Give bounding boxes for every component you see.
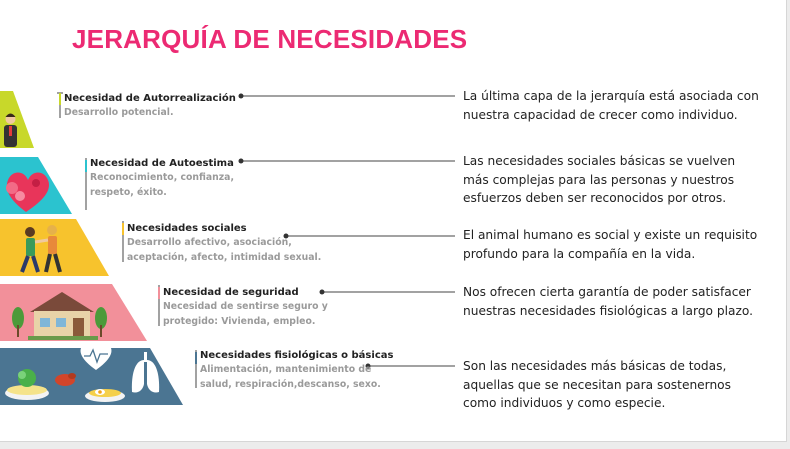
lungs-icon [131,352,160,393]
level-2-subtitle-line-1: Reconocimiento, confianza, [90,172,234,183]
level-4-name: Necesidad de seguridad [163,287,299,298]
level-4-subtitle-line-2: protegido: Vivienda, empleo. [163,316,316,327]
level-2-label: Necesidad de Autoestima Reconocimiento, … [90,157,234,200]
house-icon [12,292,107,340]
level-4-label: Necesidad de seguridad Necesidad de sent… [163,286,328,329]
level-3-subtitle-line-1: Desarrollo afectivo, asociación, [127,237,292,248]
level-5-subtitle-line-2: salud, respiración,descanso, sexo. [200,379,381,390]
businessman-icon [4,113,17,147]
level-3-name: Necesidades sociales [127,223,247,234]
food-icon [5,369,125,402]
dot-level-1 [238,93,244,99]
level-5-name: Necesidades fisiológicas o básicas [200,350,394,361]
level-2-description: Las necesidades sociales básicas se vuel… [463,154,736,205]
level-1-description: La última capa de la jerarquía está asoc… [463,89,759,122]
pyramid [0,91,183,405]
dot-level-2 [238,158,244,164]
dot-level-3 [283,233,289,239]
level-1-subtitle: Desarrollo potencial. [64,107,174,118]
friends-icon [20,225,62,273]
level-4-description: Nos ofrecen cierta garantía de poder sat… [463,285,753,318]
level-4-subtitle-line-1: Necesidad de sentirse seguro y [163,301,328,312]
level-1-label: Necesidad de Autorrealización Desarrollo… [64,92,236,120]
level-3-label: Necesidades sociales Desarrollo afectivo… [127,222,321,265]
dot-level-4 [319,289,325,295]
level-5-subtitle-line-1: Alimentación, mantenimiento de [200,364,372,375]
heartbeat-icon [80,342,112,370]
level-5-description: Son las necesidades más básicas de todas… [463,359,731,410]
level-2-name: Necesidad de Autoestima [90,158,234,169]
level-3-subtitle-line-2: aceptación, afecto, intimidad sexual. [127,252,322,263]
heart-icon [6,172,50,212]
level-5-label: Necesidades fisiológicas o básicas Alime… [200,349,393,392]
dot-level-5 [365,363,371,369]
level-3-description: El animal humano es social y existe un r… [463,228,758,261]
level-1-name: Necesidad de Autorrealización [64,93,236,104]
connector-lines [57,92,455,388]
level-2-subtitle-line-2: respeto, éxito. [90,187,167,198]
page-title: JERARQUÍA DE NECESIDADES [72,24,468,54]
